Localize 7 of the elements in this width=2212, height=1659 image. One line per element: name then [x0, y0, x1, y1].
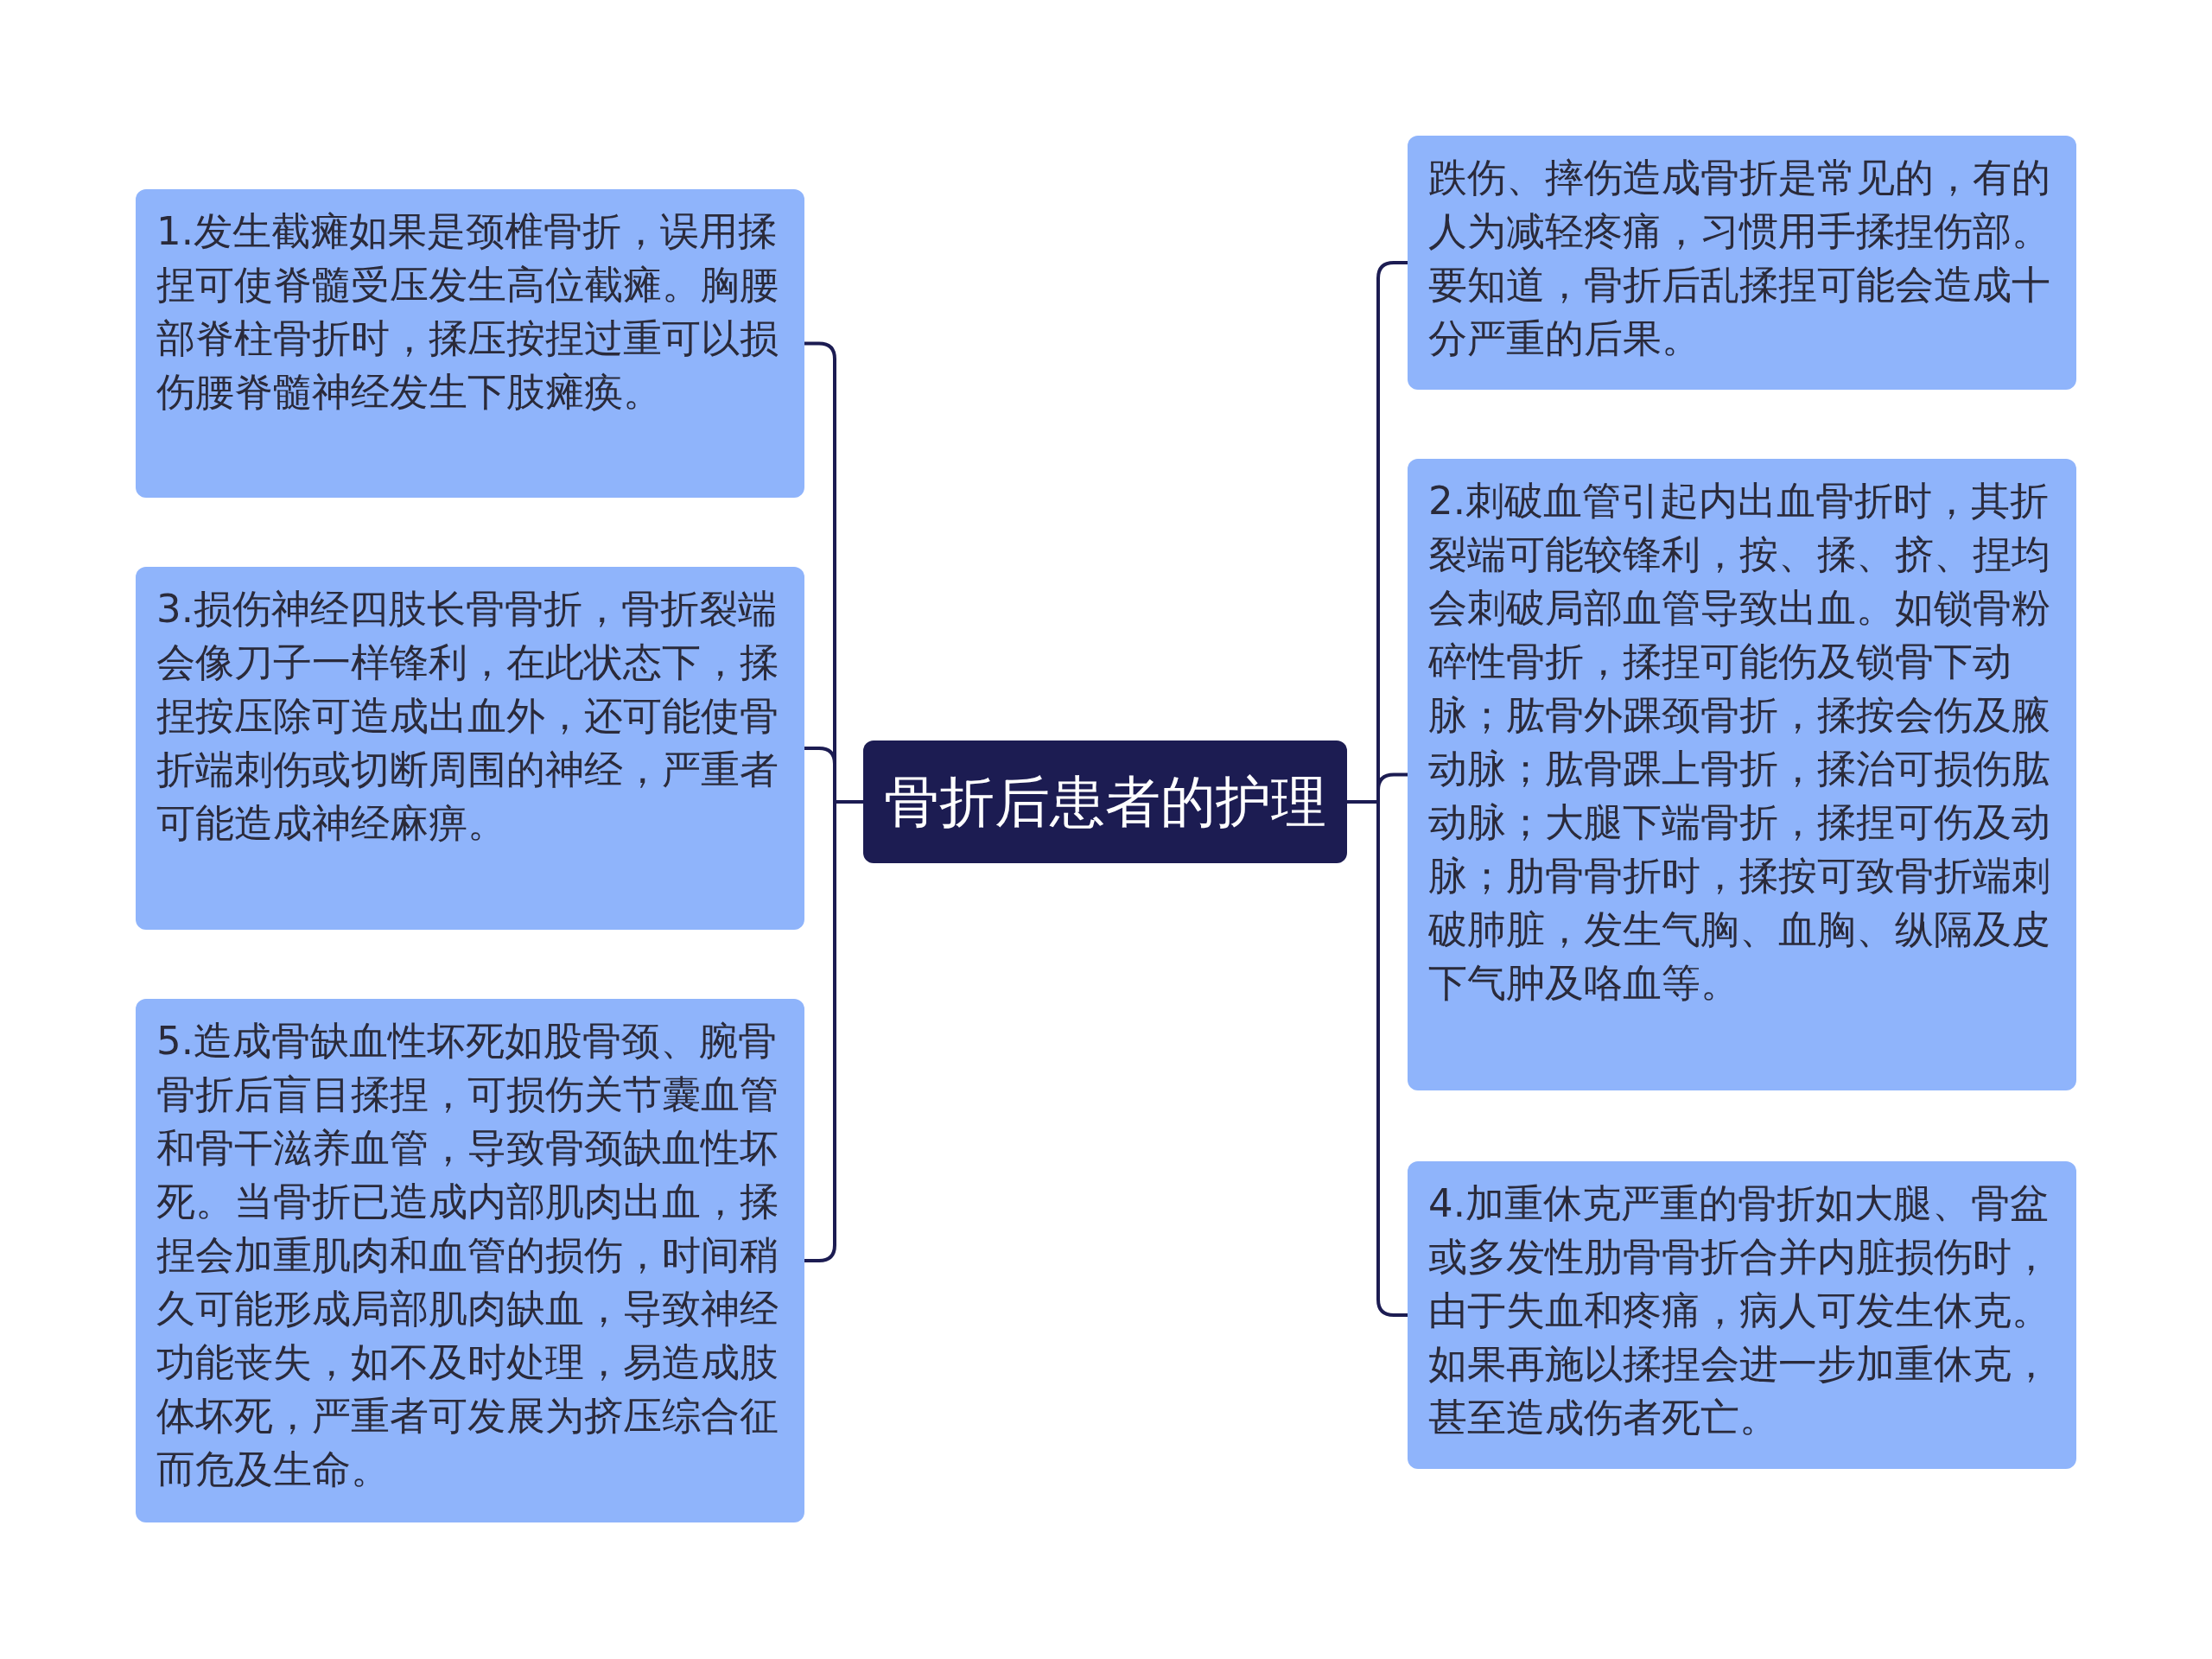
topic-box: 骨折后患者的护理	[863, 741, 1347, 863]
text-box: 1.发生截瘫如果是颈椎骨折，误用揉捏可使脊髓受压发生高位截瘫。胸腰部脊柱骨折时，揉压按捏过重可以损伤腰脊髓神经发生下肢瘫痪。	[136, 189, 804, 498]
text-box: 2.刺破血管引起内出血骨折时，其折裂端可能较锋利，按、揉、挤、捏均会刺破局部血管导致出血。如锁骨粉碎性骨折，揉捏可能伤及锁骨下动脉；肱骨外踝颈骨折，揉按会伤及腋动脉；肱骨踝上骨折，揉治可损伤肱动脉；大腿下端骨折，揉捏可伤及动脉；肋骨骨折时，揉按可致骨折端刺破肺脏，发生气胸、血胸、纵隔及皮下气肿及咯血等。	[1408, 459, 2076, 1090]
text-box: 3.损伤神经四肢长骨骨折，骨折裂端会像刀子一样锋利，在此状态下，揉捏按压除可造成出血外，还可能使骨折端刺伤或切断周围的神经，严重者可能造成神经麻痹。	[136, 567, 804, 930]
text-box: 5.造成骨缺血性坏死如股骨颈、腕骨骨折后盲目揉捏，可损伤关节囊血管和骨干滋养血管，导致骨颈缺血性坏死。当骨折已造成内部肌肉出血，揉捏会加重肌肉和血管的损伤，时间稍久可能形成局部肌肉缺血，导致神经功能丧失，如不及时处理，易造成肢体坏死，严重者可发展为挤压综合征而危及生命。	[136, 999, 804, 1522]
text-box: 跌伤、摔伤造成骨折是常见的，有的人为减轻疼痛，习惯用手揉捏伤部。要知道，骨折后乱揉捏可能会造成十分严重的后果。	[1408, 136, 2076, 390]
text-box: 4.加重休克严重的骨折如大腿、骨盆或多发性肋骨骨折合并内脏损伤时，由于失血和疼痛，病人可发生休克。如果再施以揉捏会进一步加重休克，甚至造成伤者死亡。	[1408, 1161, 2076, 1469]
